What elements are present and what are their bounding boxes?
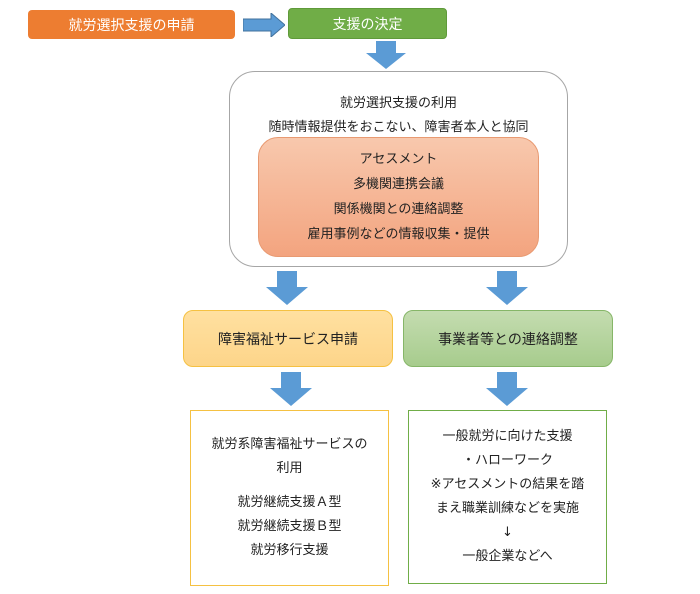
- employer-liaison-label: 事業者等との連絡調整: [438, 331, 578, 348]
- welfare-application-box: 障害福祉サービス申請: [183, 310, 393, 367]
- welfare-services-box: 就労系障害福祉サービスの 利用 就労継続支援Ａ型 就労継続支援Ｂ型 就労移行支援: [190, 410, 389, 586]
- assessment-item: 関係機関との連絡調整: [333, 202, 464, 217]
- usage-line: 就労選択支援の利用: [339, 96, 457, 111]
- employment-line: 一般企業などへ: [462, 549, 553, 564]
- assessment-box: アセスメント 多機関連携会議 関係機関との連絡調整 雇用事例などの情報収集・提供: [258, 137, 539, 257]
- welfare-application-label: 障害福祉サービス申請: [218, 331, 358, 348]
- employment-line: 一般就労に向けた支援: [442, 429, 573, 444]
- assessment-item: 多機関連携会議: [352, 177, 444, 192]
- usage-line: 随時情報提供をおこない、障害者本人と協同: [268, 120, 529, 135]
- general-employment-box: 一般就労に向けた支援 ・ハローワーク ※アセスメントの結果を踏 まえ職業訓練など…: [408, 410, 607, 584]
- employment-line: ・ハローワーク: [461, 453, 553, 468]
- decision-label: 支援の決定: [332, 16, 403, 33]
- employment-line: ※アセスメントの結果を踏: [430, 477, 585, 492]
- application-box: 就労選択支援の申請: [28, 10, 235, 39]
- down-arrow-icon: [366, 41, 406, 69]
- assessment-item: アセスメント: [359, 152, 438, 167]
- decision-box: 支援の決定: [288, 8, 447, 39]
- down-arrow-icon: [486, 372, 528, 406]
- service-item: 就労移行支援: [250, 543, 329, 558]
- employment-line: まえ職業訓練などを実施: [435, 501, 579, 516]
- down-arrow-icon: [270, 372, 312, 406]
- services-title: 就労系障害福祉サービスの: [211, 437, 368, 452]
- right-arrow-icon: [243, 13, 285, 37]
- down-arrow-icon: [486, 271, 528, 305]
- service-item: 就労継続支援Ｂ型: [237, 519, 342, 534]
- services-title: 利用: [276, 461, 303, 476]
- employment-line: ↓: [502, 525, 513, 540]
- service-item: 就労継続支援Ａ型: [237, 495, 342, 510]
- employer-liaison-box: 事業者等との連絡調整: [403, 310, 613, 367]
- assessment-item: 雇用事例などの情報収集・提供: [307, 227, 490, 242]
- application-label: 就労選択支援の申請: [68, 17, 195, 34]
- down-arrow-icon: [266, 271, 308, 305]
